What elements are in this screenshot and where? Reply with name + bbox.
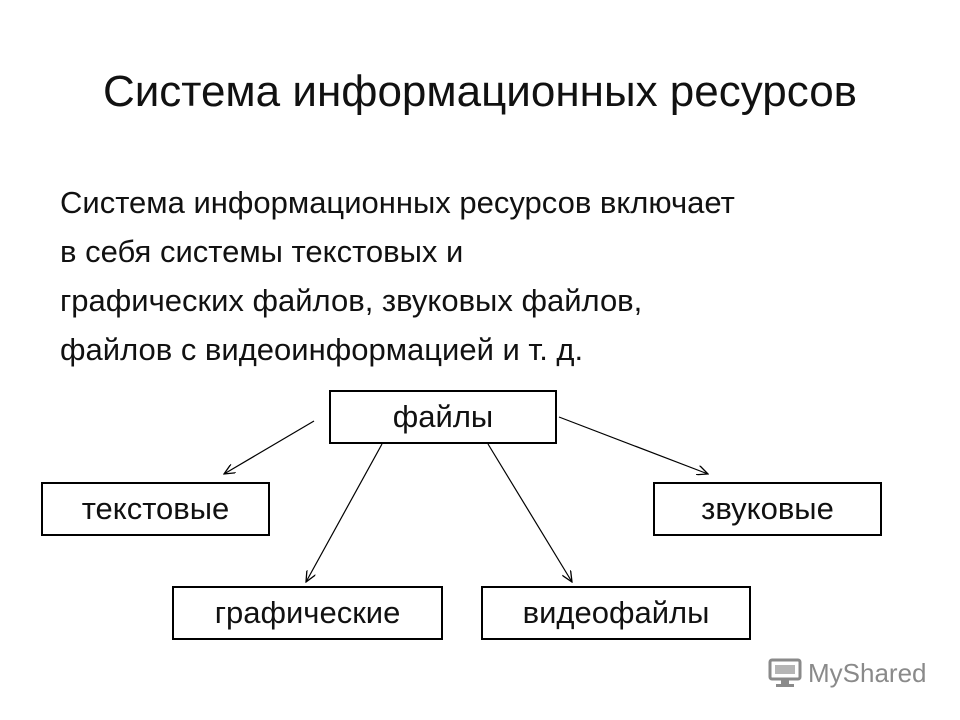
arrow-to-audio xyxy=(558,416,708,474)
slide-title: Система информационных ресурсов xyxy=(102,67,858,116)
node-audio-files: звуковые xyxy=(653,482,882,536)
arrow-to-text xyxy=(224,420,315,474)
monitor-icon xyxy=(768,658,802,687)
watermark: MyShared xyxy=(768,656,927,690)
node-text-files: текстовые xyxy=(41,482,270,536)
node-graphic-files: графические xyxy=(172,586,443,640)
watermark-text: MyShared xyxy=(808,657,927,688)
slide-body-text: Система информационных ресурсов включает… xyxy=(60,178,940,374)
body-line: в себя системы текстовых и xyxy=(60,234,464,269)
body-line: файлов с видеоинформацией и т. д. xyxy=(60,332,584,367)
arrow-to-graphic xyxy=(306,443,383,582)
body-line: Система информационных ресурсов включает xyxy=(60,185,735,220)
node-files: файлы xyxy=(329,390,557,444)
node-video-files: видеофайлы xyxy=(481,586,751,640)
arrow-to-video xyxy=(487,443,572,582)
body-line: графических файлов, звуковых файлов, xyxy=(60,283,643,318)
